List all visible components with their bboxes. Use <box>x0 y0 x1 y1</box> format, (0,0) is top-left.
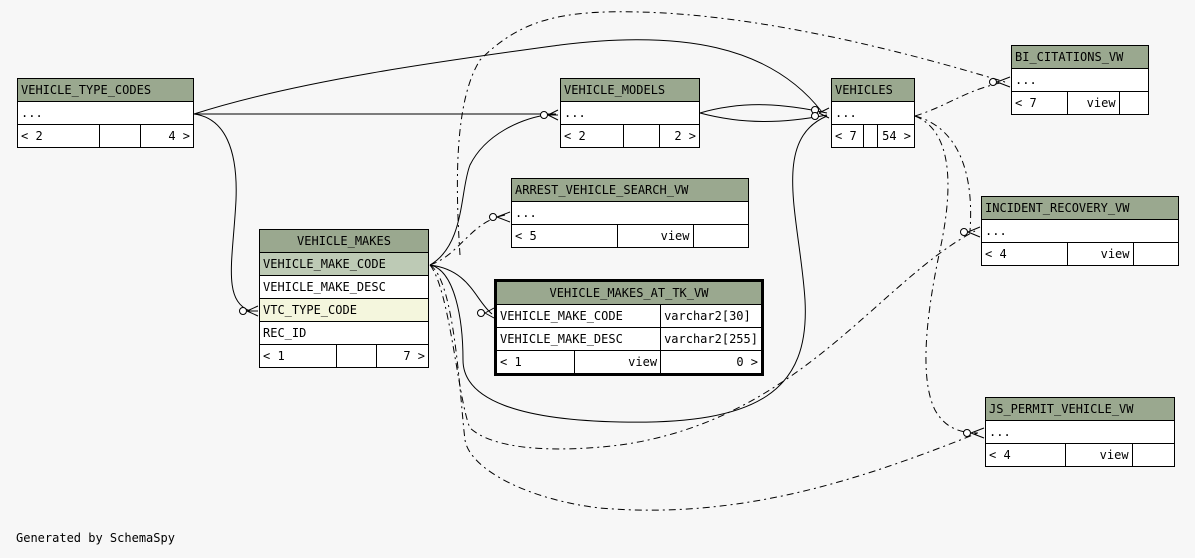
table-title[interactable]: VEHICLE_MAKES_AT_TK_VW <box>495 280 763 305</box>
table-type: view <box>1066 91 1120 115</box>
column-vehicle-make-desc[interactable]: VEHICLE_MAKE_DESC <box>259 275 429 299</box>
link-vehicles-jspermit <box>914 115 979 434</box>
link-makes-tkvw <box>429 264 493 315</box>
link-makes-jspermit <box>429 264 979 511</box>
table-body: ... <box>17 101 194 125</box>
link-type-codes-vehicles <box>193 39 823 115</box>
table-vehicles[interactable]: VEHICLES ... < 7 54 > <box>830 78 916 148</box>
table-body: ... <box>1011 68 1149 92</box>
table-body: ... <box>511 201 749 225</box>
table-type: view <box>574 350 662 375</box>
spacer-cell <box>863 124 878 148</box>
table-js-permit-vehicle-vw[interactable]: JS_PERMIT_VEHICLE_VW ... < 4 view <box>984 397 1176 467</box>
children-count[interactable]: 2 > <box>659 124 700 148</box>
column-vtc-type-code[interactable]: VTC_TYPE_CODE <box>259 298 429 322</box>
link-vehicles-bicitations <box>914 81 1006 117</box>
column-name[interactable]: VEHICLE_MAKE_CODE <box>494 304 662 328</box>
children-count[interactable]: 0 > <box>660 350 763 375</box>
parents-count[interactable]: < 7 <box>1011 91 1068 115</box>
table-bi-citations-vw[interactable]: BI_CITATIONS_VW ... < 7 view <box>1011 45 1150 115</box>
children-count[interactable]: 7 > <box>375 344 430 368</box>
column-vehicle-make-code[interactable]: VEHICLE_MAKE_CODE <box>259 252 429 276</box>
table-body: ... <box>981 219 1179 243</box>
link-makes-incident <box>429 230 976 450</box>
parents-count[interactable]: < 4 <box>984 443 1067 467</box>
table-title[interactable]: ARREST_VEHICLE_SEARCH_VW <box>511 178 749 202</box>
link-models-vehicles-1 <box>699 104 828 114</box>
spacer-cell <box>1118 91 1150 115</box>
table-body: ... <box>831 101 915 125</box>
table-title[interactable]: VEHICLE_MAKES <box>259 229 429 253</box>
link-makes-arrest <box>429 214 506 266</box>
column-type: varchar2[30] <box>660 304 763 328</box>
link-makes-vehicles-loop <box>429 115 828 423</box>
spacer-cell <box>1131 443 1176 467</box>
table-vehicle-models[interactable]: VEHICLE_MODELS ... < 2 2 > <box>559 78 700 148</box>
link-outer-arc <box>456 11 1006 256</box>
table-title[interactable]: VEHICLE_MODELS <box>560 78 700 102</box>
spacer-cell <box>98 124 142 148</box>
table-body: ... <box>560 101 700 125</box>
table-vehicle-makes-at-tk-vw[interactable]: VEHICLE_MAKES_AT_TK_VW VEHICLE_MAKE_CODE… <box>494 279 764 376</box>
cardinality-markers <box>239 78 997 437</box>
parents-count[interactable]: < 1 <box>259 344 337 368</box>
table-type: view <box>1065 443 1133 467</box>
parents-count[interactable]: < 4 <box>981 242 1068 266</box>
table-title[interactable]: INCIDENT_RECOVERY_VW <box>981 196 1179 220</box>
link-models-vehicles-2 <box>699 112 828 122</box>
column-type: varchar2[255] <box>660 327 763 351</box>
column-name[interactable]: VEHICLE_MAKE_DESC <box>494 327 662 351</box>
table-vehicle-makes[interactable]: VEHICLE_MAKES VEHICLE_MAKE_CODE VEHICLE_… <box>259 229 430 368</box>
table-incident-recovery-vw[interactable]: INCIDENT_RECOVERY_VW ... < 4 view <box>981 196 1180 266</box>
column-rec-id[interactable]: REC_ID <box>259 321 429 345</box>
table-arrest-vehicle-search-vw[interactable]: ARREST_VEHICLE_SEARCH_VW ... < 5 view <box>511 178 750 248</box>
crow-feet <box>246 76 1011 439</box>
table-title[interactable]: BI_CITATIONS_VW <box>1011 45 1149 69</box>
parents-count[interactable]: < 7 <box>830 124 865 148</box>
link-makes-models <box>429 113 553 266</box>
table-title[interactable]: JS_PERMIT_VEHICLE_VW <box>985 397 1175 421</box>
parents-count[interactable]: < 2 <box>17 124 100 148</box>
table-title[interactable]: VEHICLES <box>831 78 915 102</box>
children-count[interactable]: 4 > <box>140 124 194 148</box>
children-count[interactable]: 54 > <box>876 124 916 148</box>
table-title[interactable]: VEHICLE_TYPE_CODES <box>17 78 194 102</box>
parents-count[interactable]: < 5 <box>511 224 618 248</box>
table-body: ... <box>985 420 1175 444</box>
table-type: view <box>1066 242 1134 266</box>
parents-count[interactable]: < 2 <box>559 124 625 148</box>
link-type-codes-makes <box>193 113 251 312</box>
spacer-cell <box>623 124 661 148</box>
table-vehicle-type-codes[interactable]: VEHICLE_TYPE_CODES ... < 2 4 > <box>17 78 194 148</box>
spacer-cell <box>1132 242 1180 266</box>
spacer-cell <box>692 224 750 248</box>
parents-count[interactable]: < 1 <box>494 350 576 375</box>
link-vehicles-incident <box>914 115 972 232</box>
footer-credit: Generated by SchemaSpy <box>16 531 175 545</box>
spacer-cell <box>335 344 377 368</box>
table-type: view <box>616 224 694 248</box>
